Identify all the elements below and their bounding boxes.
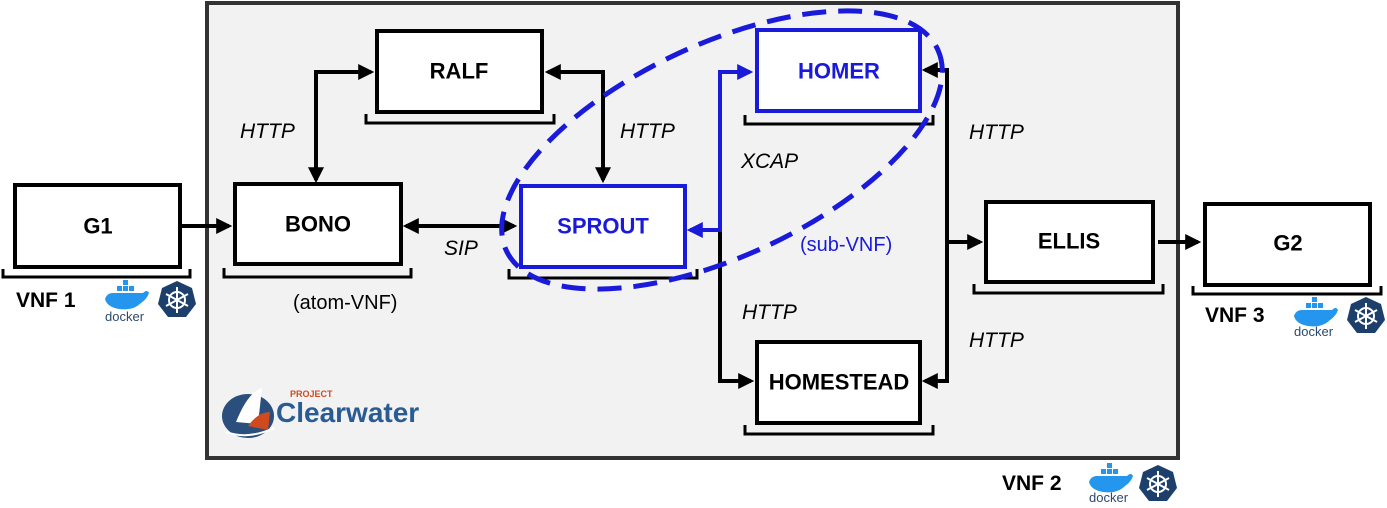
docker-text-vnf1: docker (105, 309, 145, 324)
g2-box: G2 (1191, 202, 1383, 296)
bono-ralf-arrow (308, 64, 375, 184)
g1-box: G1 (1, 183, 192, 279)
sprout-homestead-arrow (718, 230, 755, 389)
docker-icon: docker (1089, 463, 1133, 505)
clearwater-project-text: PROJECT (290, 389, 333, 399)
http-label-bono-ralf: HTTP (240, 120, 295, 143)
kubernetes-icon (1139, 465, 1177, 501)
ralf-box: RALF (364, 29, 556, 125)
docker-text-vnf3: docker (1294, 324, 1334, 339)
sip-label: SIP (444, 237, 478, 260)
bono-box: BONO (222, 182, 413, 279)
kubernetes-icon (158, 281, 196, 317)
sub-vnf-label: (sub-VNF) (800, 234, 892, 256)
http-label-homer-ellis: HTTP (969, 121, 1024, 144)
clearwater-name-text: Clearwater (276, 397, 419, 428)
clearwater-logo: PROJECT Clearwater (222, 388, 419, 438)
ralf-label: RALF (430, 59, 489, 84)
homer-homestead-ellis-bus (921, 62, 949, 389)
sprout-box[interactable]: SPROUT (507, 184, 699, 280)
atom-vnf-label: (atom-VNF) (293, 292, 397, 314)
kubernetes-icon (1347, 297, 1385, 333)
sprout-homer-arrow (686, 64, 754, 238)
sub-vnf-ellipse (499, 8, 945, 292)
g1-label: G1 (83, 214, 112, 239)
xcap-label: XCAP (740, 150, 798, 173)
http-label-ralf-sprout: HTTP (620, 120, 675, 143)
docker-icon: docker (105, 280, 149, 324)
homestead-box: HOMESTEAD (743, 340, 935, 436)
ralf-sprout-arrow (544, 64, 611, 184)
vnf3-label: VNF 3 (1205, 304, 1265, 327)
ellis-box: ELLIS (972, 200, 1165, 295)
bono-label: BONO (285, 212, 351, 237)
vnf1-label: VNF 1 (16, 289, 76, 312)
homestead-label: HOMESTEAD (769, 370, 910, 395)
docker-text-vnf2: docker (1089, 490, 1129, 505)
docker-icon: docker (1294, 297, 1338, 339)
homer-label: HOMER (798, 59, 880, 84)
sprout-label: SPROUT (557, 214, 649, 239)
vnf2-label: VNF 2 (1002, 472, 1062, 495)
http-label-homestead-ellis: HTTP (969, 329, 1024, 352)
g2-label: G2 (1273, 231, 1302, 256)
ellis-label: ELLIS (1038, 229, 1100, 254)
http-label-sprout-homestead: HTTP (742, 301, 797, 324)
homer-box[interactable]: HOMER (743, 28, 935, 126)
